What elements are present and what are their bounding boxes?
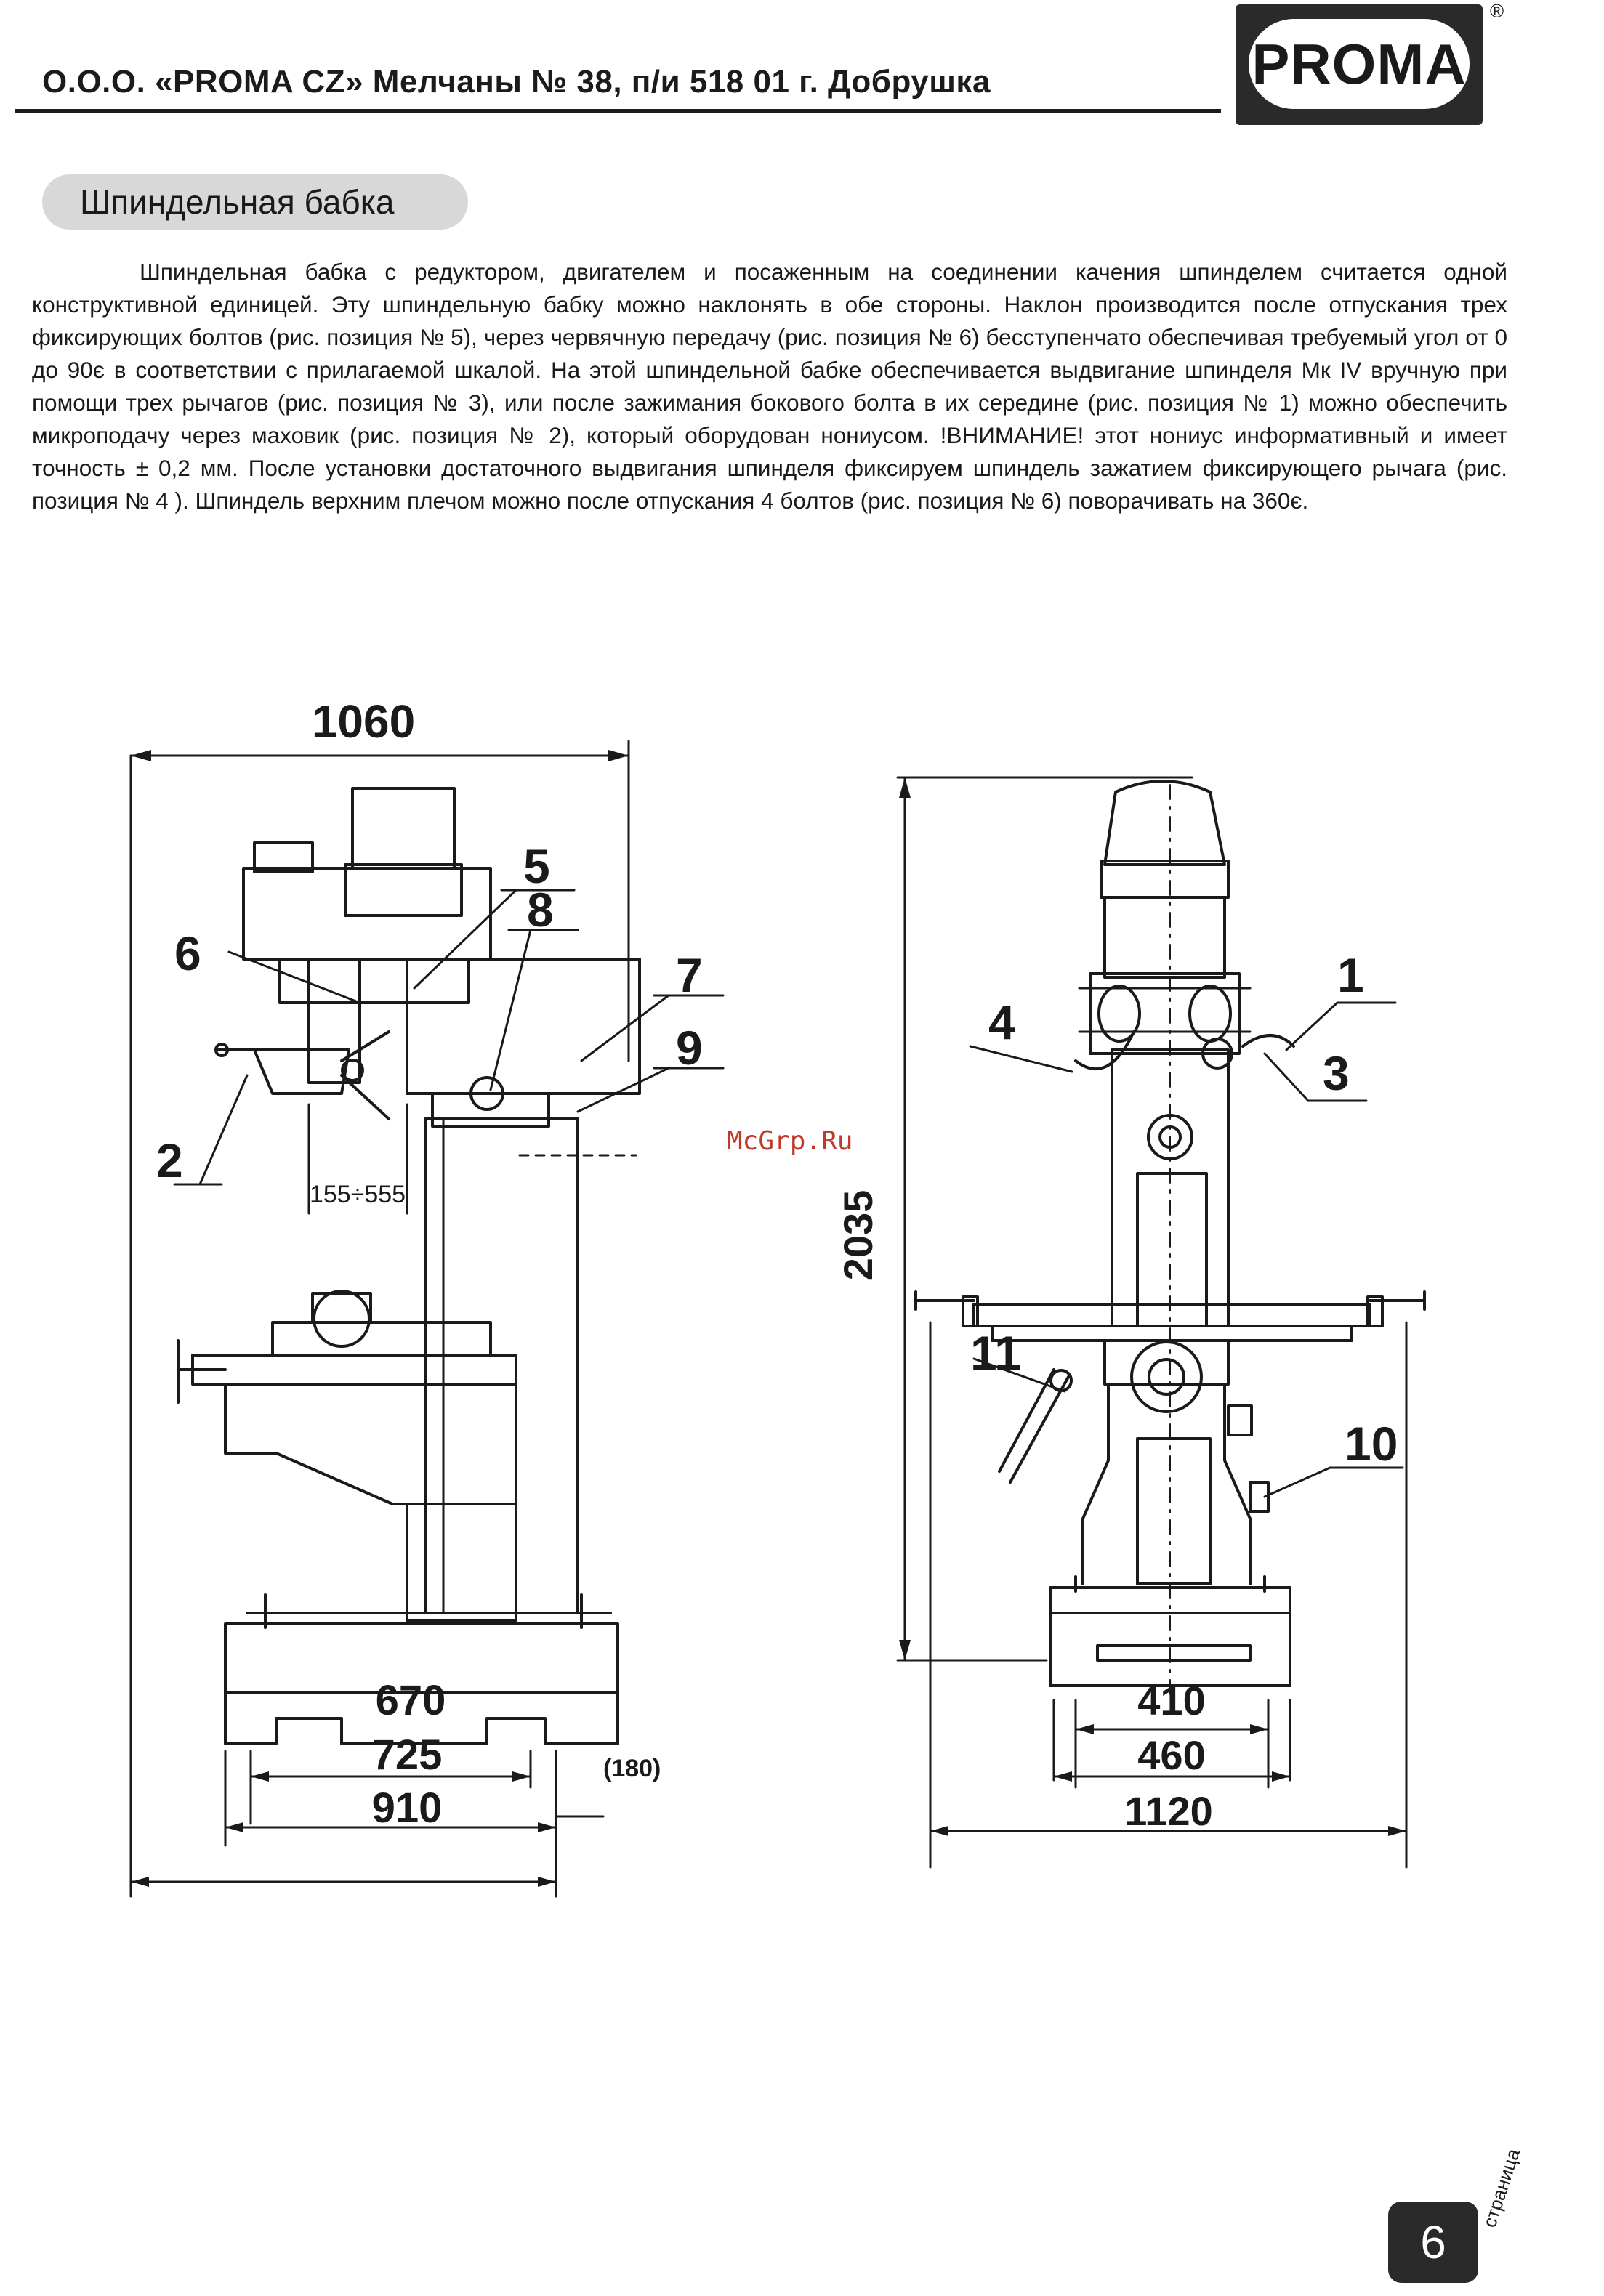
registered-mark: ® <box>1490 0 1504 22</box>
page-number-box: 6 <box>1388 2202 1478 2283</box>
dim-460: 460 <box>1137 1732 1205 1778</box>
right-view <box>896 776 1426 1869</box>
machine-drawing: 1060 155÷555 670 725 910 (180) 6 5 8 7 9… <box>102 683 1497 1918</box>
dim-725: 725 <box>372 1731 443 1779</box>
callout-1: 1 <box>1337 948 1364 1002</box>
header-rule <box>15 109 1221 113</box>
machine-drawing-svg: 1060 155÷555 670 725 910 (180) 6 5 8 7 9… <box>129 695 1426 1898</box>
page-number: 6 <box>1420 2216 1446 2268</box>
dim-180: (180) <box>603 1755 661 1782</box>
dim-1060: 1060 <box>312 695 415 748</box>
callout-3: 3 <box>1323 1046 1350 1100</box>
callout-9: 9 <box>676 1021 703 1075</box>
logo-oval: PROMA <box>1249 19 1470 109</box>
left-view <box>129 740 725 1898</box>
callout-7: 7 <box>676 948 703 1002</box>
body-text: Шпиндельная бабка с редуктором, двигател… <box>32 256 1507 517</box>
dim-910: 910 <box>372 1784 443 1832</box>
section-heading: Шпиндельная бабка <box>42 174 468 230</box>
dim-670: 670 <box>376 1677 446 1724</box>
callout-8: 8 <box>527 883 554 937</box>
watermark: McGrp.Ru <box>727 1126 853 1156</box>
proma-logo: PROMA <box>1236 4 1483 125</box>
callout-10: 10 <box>1345 1417 1398 1471</box>
callout-4: 4 <box>988 995 1015 1049</box>
dim-155-555: 155÷555 <box>310 1181 406 1208</box>
callout-2: 2 <box>156 1133 183 1187</box>
callout-6: 6 <box>174 926 201 980</box>
page-label: страница <box>1478 2146 1525 2231</box>
callout-5: 5 <box>523 839 550 893</box>
dim-2035: 2035 <box>835 1190 881 1281</box>
company-header: О.О.О. «PROMA CZ» Мелчаны № 38, п/и 518 … <box>42 64 991 100</box>
logo-text: PROMA <box>1252 31 1467 96</box>
dim-1120: 1120 <box>1124 1788 1213 1834</box>
dim-410: 410 <box>1137 1678 1205 1723</box>
section-title: Шпиндельная бабка <box>80 183 395 221</box>
body-paragraph: Шпиндельная бабка с редуктором, двигател… <box>32 259 1507 514</box>
callout-11: 11 <box>970 1326 1021 1380</box>
